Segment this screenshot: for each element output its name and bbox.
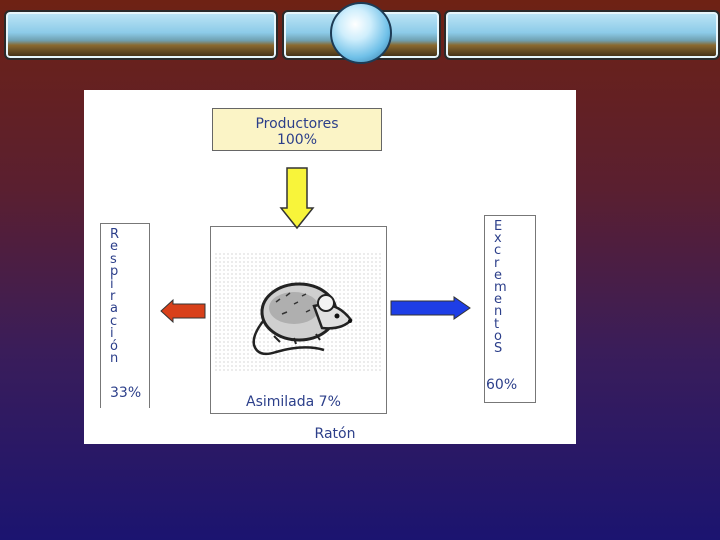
right-arrow <box>390 296 471 320</box>
respiration-box <box>100 223 150 408</box>
respiration-percent: 33% <box>110 385 142 401</box>
respiration-letter: R <box>110 227 120 242</box>
respiration-letter: c <box>110 313 118 329</box>
producers-box: Productores 100% <box>212 108 382 151</box>
respiration-letter: n <box>110 351 119 367</box>
excrement-box <box>484 215 536 403</box>
producers-label: Productores <box>255 116 339 132</box>
respiration-letter: i <box>110 276 114 292</box>
excrement-letter: S <box>494 341 503 357</box>
excrement-letter: o <box>494 328 502 344</box>
excrement-letter: e <box>494 267 502 283</box>
left-arrow <box>160 298 206 324</box>
excrement-letter: t <box>494 316 500 332</box>
excrement-letter: E <box>494 219 503 234</box>
down-arrow <box>279 167 315 230</box>
globe-icon <box>330 2 392 64</box>
respiration-letter: e <box>110 239 118 255</box>
excrement-letter: e <box>494 292 502 308</box>
respiration-letter: i <box>110 326 114 342</box>
producers-percent: 100% <box>276 132 318 148</box>
excrement-letter: n <box>494 304 503 320</box>
respiration-letter: p <box>110 264 119 280</box>
excrement-percent: 60% <box>486 377 518 393</box>
consumer-label: Ratón <box>314 426 356 442</box>
assimilated-label: Asimilada 7% <box>246 394 341 410</box>
excrement-letter: c <box>494 243 502 259</box>
respiration-letter: r <box>110 289 116 305</box>
header-banner-left <box>4 10 278 60</box>
excrement-letter: r <box>494 255 500 271</box>
excrement-letter: m <box>494 280 507 296</box>
excrement-letter: x <box>494 231 502 247</box>
diagram-graphics <box>160 167 471 356</box>
respiration-letter: ó <box>110 338 118 354</box>
respiration-letter: a <box>110 301 118 317</box>
respiration-letter: s <box>110 251 117 267</box>
mouse-icon <box>252 282 353 356</box>
header-banner-right <box>444 10 720 60</box>
